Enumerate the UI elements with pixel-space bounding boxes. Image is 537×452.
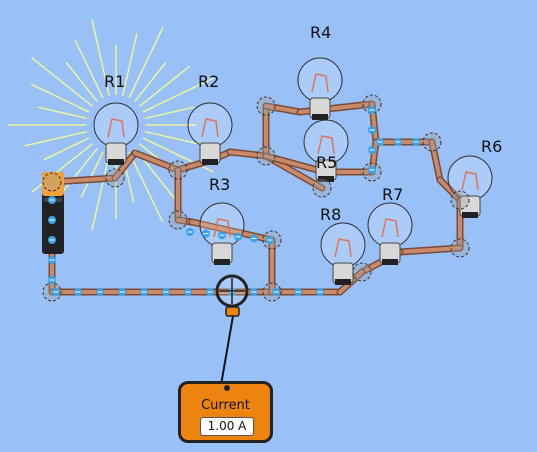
bulb-glass — [297, 57, 343, 103]
wire[interactable] — [113, 151, 137, 180]
wire[interactable] — [398, 246, 462, 254]
junction-icon[interactable] — [352, 262, 372, 282]
bulb-filament — [334, 238, 352, 258]
light-ray — [65, 61, 98, 103]
light-ray — [74, 39, 104, 99]
light-bulb-icon[interactable] — [199, 202, 245, 265]
bulb-label-r2: R2 — [198, 72, 219, 91]
light-bulb-icon[interactable] — [320, 222, 366, 285]
wire[interactable] — [133, 151, 180, 172]
bulb-contact — [335, 279, 351, 285]
bulb-filament — [213, 218, 231, 238]
ammeter-value: 1.00 A — [200, 417, 254, 436]
bulb-contact — [462, 212, 478, 218]
light-ray — [24, 130, 87, 147]
junction-icon[interactable] — [450, 238, 470, 258]
bulb-contact — [318, 176, 334, 182]
bulb-label-r5: R5 — [316, 153, 337, 172]
light-bulb-icon[interactable] — [297, 57, 343, 120]
bulb-contact — [312, 114, 328, 120]
junction-layer — [42, 94, 470, 302]
bulb-label-r3: R3 — [209, 175, 230, 194]
bulb-filament — [317, 135, 335, 155]
junction-icon[interactable] — [362, 94, 382, 114]
junction-icon[interactable] — [105, 168, 125, 188]
light-ray — [31, 143, 94, 193]
light-ray — [134, 61, 167, 103]
light-bulb-icon[interactable] — [367, 202, 413, 265]
junction-icon[interactable] — [168, 160, 188, 180]
junction-icon[interactable] — [168, 210, 188, 230]
bulb-glass — [367, 202, 413, 248]
ammeter-probe-icon[interactable] — [215, 274, 249, 386]
light-ray — [128, 27, 164, 99]
bulb-glass — [320, 222, 366, 268]
light-ray — [145, 106, 195, 120]
bulb-glass — [93, 102, 139, 148]
light-ray — [43, 137, 90, 161]
bulb-label-r6: R6 — [481, 137, 502, 156]
light-ray — [145, 130, 208, 147]
wire[interactable] — [264, 104, 302, 114]
light-ray — [142, 77, 214, 113]
junction-icon[interactable] — [450, 190, 470, 210]
bulb-contact — [214, 259, 230, 265]
light-ray — [91, 154, 111, 231]
wire[interactable] — [430, 140, 442, 182]
bulb-glass — [187, 102, 233, 148]
light-bulb-icon[interactable] — [303, 119, 349, 182]
light-ray — [56, 147, 98, 199]
junction-icon[interactable] — [42, 172, 62, 192]
light-ray — [30, 83, 90, 113]
light-ray — [31, 57, 94, 107]
light-ray — [128, 151, 164, 223]
bulb-filament — [381, 218, 399, 238]
light-rays — [8, 19, 214, 231]
bulb-label-r8: R8 — [320, 205, 341, 224]
light-ray — [91, 19, 111, 96]
ammeter-display[interactable]: Current 1.00 A — [178, 381, 273, 443]
bulb-contact — [108, 159, 124, 165]
bulb-label-r1: R1 — [104, 72, 125, 91]
wire[interactable] — [438, 178, 462, 202]
probe-connector — [224, 385, 230, 391]
bulb-contact — [382, 259, 398, 265]
bulb-filament — [461, 171, 479, 191]
bulb-layer — [93, 57, 493, 285]
wire[interactable] — [190, 220, 274, 242]
wire[interactable] — [264, 154, 327, 174]
bulb-contact — [202, 159, 218, 165]
junction-icon[interactable] — [312, 178, 332, 198]
bulb-filament — [201, 118, 219, 138]
light-ray — [37, 106, 87, 120]
bulb-filament — [311, 73, 329, 93]
junction-icon[interactable] — [422, 132, 442, 152]
light-bulb-icon[interactable] — [447, 155, 493, 218]
electron-layer — [48, 106, 420, 296]
light-bulb-icon[interactable] — [187, 102, 233, 165]
light-ray — [138, 65, 190, 107]
light-ray — [80, 151, 104, 198]
bulb-label-r7: R7 — [382, 185, 403, 204]
light-ray — [121, 33, 138, 96]
wire[interactable] — [228, 150, 268, 158]
ammeter-title: Current — [201, 398, 250, 413]
junction-icon[interactable] — [256, 96, 276, 116]
junction-icon[interactable] — [256, 146, 276, 166]
bulb-label-r4: R4 — [310, 23, 331, 42]
bulb-filament — [107, 118, 125, 138]
light-bulb-icon[interactable] — [93, 102, 139, 165]
